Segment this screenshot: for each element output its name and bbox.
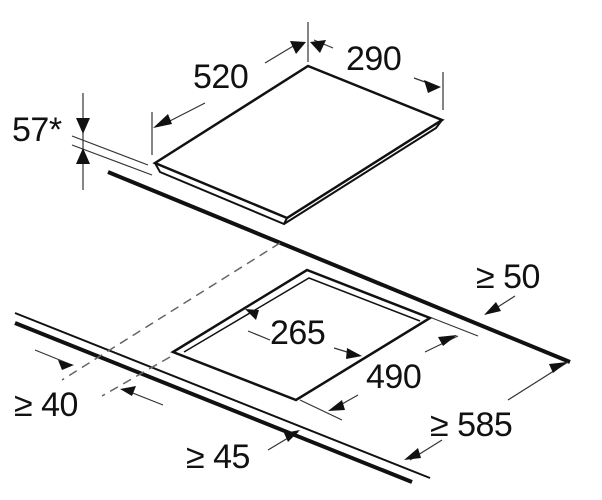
label-side-clearance: ≥ 40 — [14, 386, 78, 424]
hob-front-edge — [154, 162, 288, 226]
dashed-projection-2 — [101, 356, 171, 397]
arrowheads — [58, 40, 567, 460]
label-hob-height: 57* — [12, 111, 62, 149]
cutout-inner — [183, 277, 421, 353]
dimension-lines — [34, 22, 569, 461]
hob-side-edge — [283, 119, 443, 225]
worktop-front-edge-top — [14, 312, 431, 479]
label-front-clearance: ≥ 45 — [186, 438, 250, 476]
label-worktop-depth: ≥ 585 — [430, 406, 513, 444]
dashed-projection — [61, 242, 281, 381]
label-back-clearance: ≥ 50 — [476, 258, 540, 296]
worktop-back-edge — [107, 170, 571, 364]
cutout-outer — [170, 268, 433, 402]
label-cutout-depth: 490 — [366, 358, 422, 396]
label-cutout-width: 265 — [270, 314, 326, 352]
label-hob-depth: 290 — [346, 40, 402, 78]
label-hob-width: 520 — [193, 58, 249, 96]
worktop-front-edge — [14, 321, 413, 484]
